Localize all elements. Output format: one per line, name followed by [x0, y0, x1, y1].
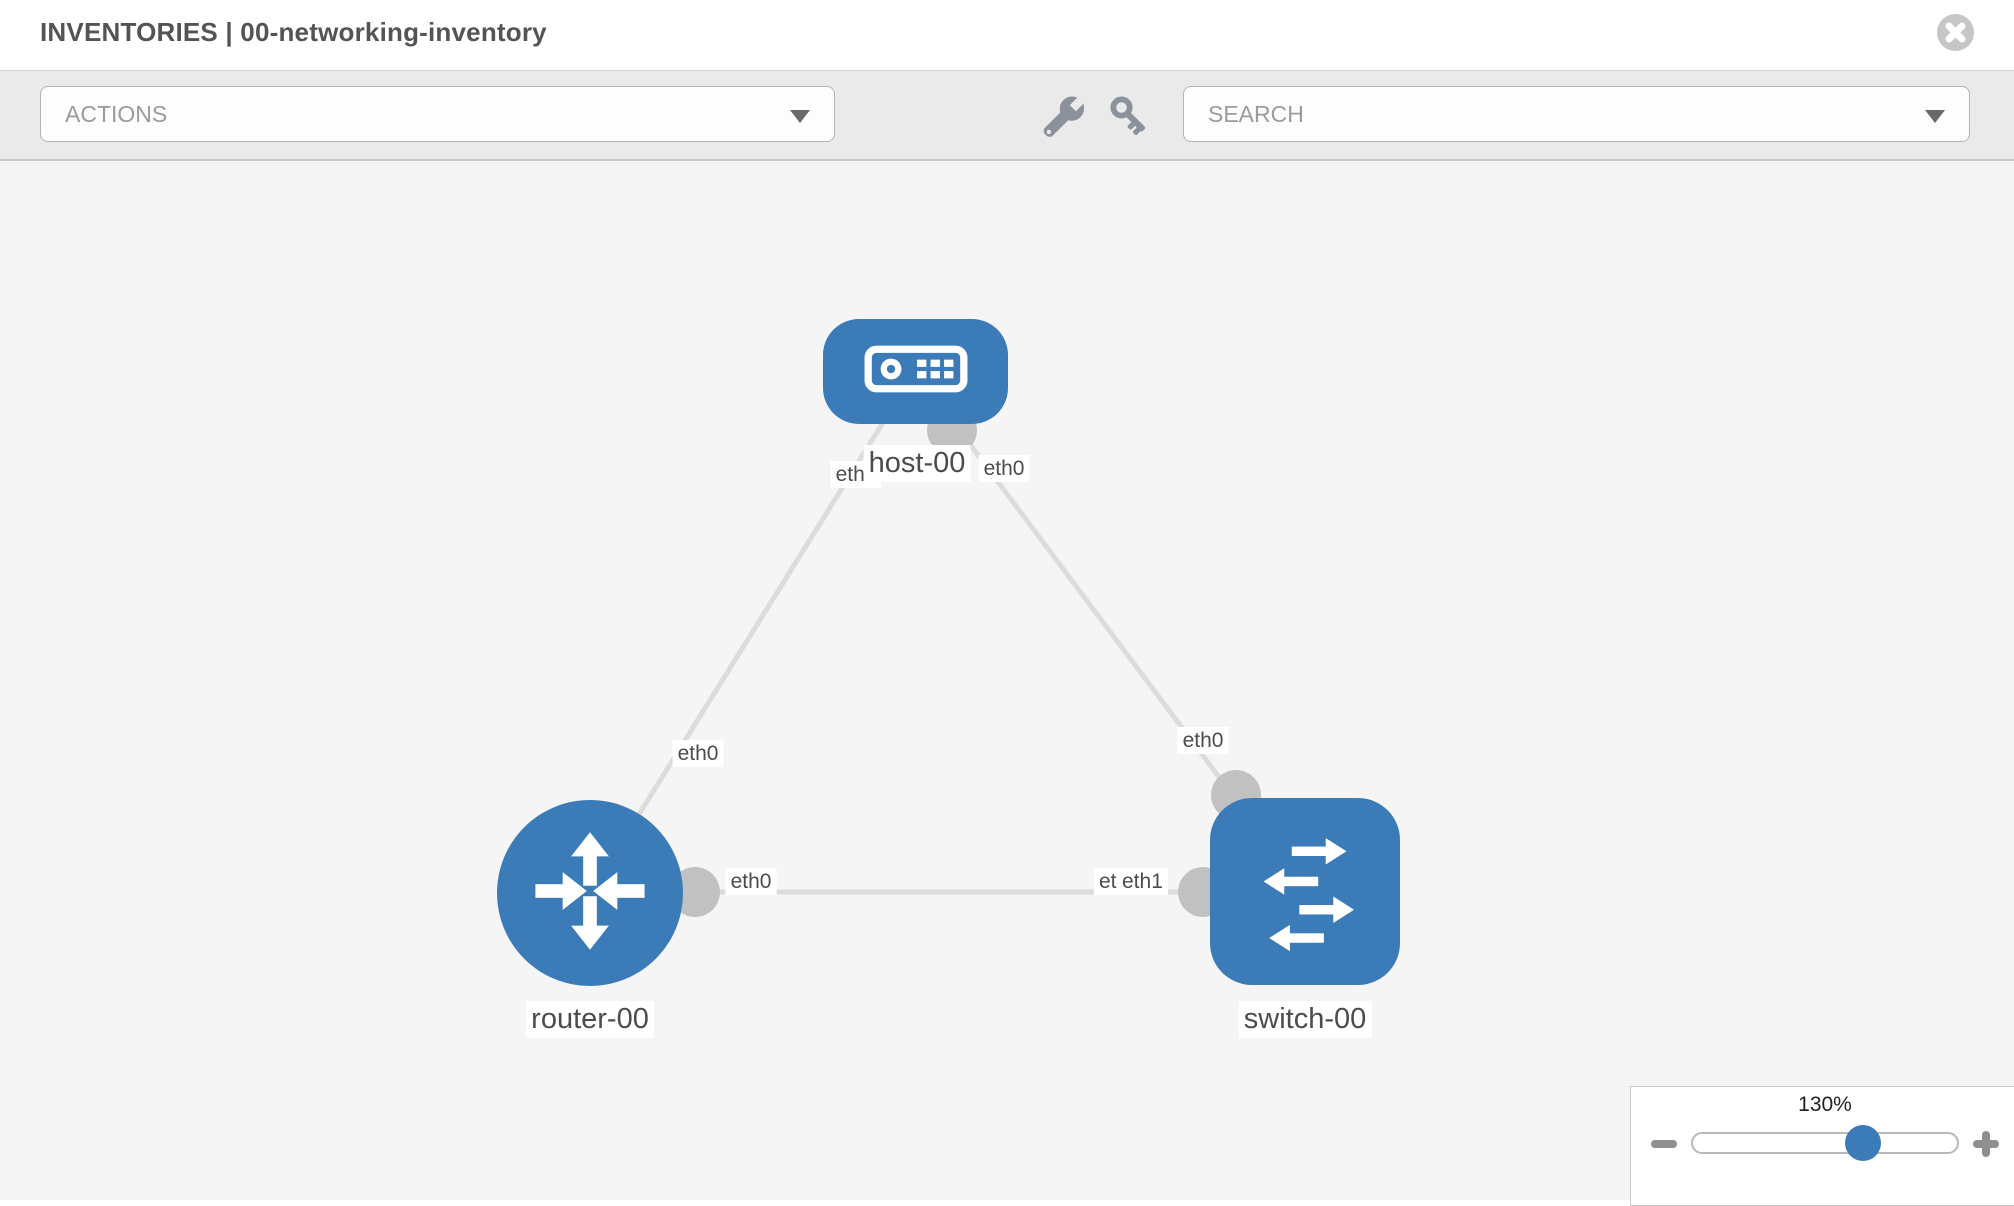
interface-endpoint — [670, 867, 720, 917]
toolbar: ACTIONS SEARCH — [0, 71, 2014, 161]
host-icon — [862, 343, 970, 400]
credentials-button[interactable] — [1110, 96, 1156, 140]
node-label-switch: switch-00 — [1238, 1001, 1372, 1038]
actions-dropdown-label: ACTIONS — [65, 100, 168, 127]
node-switch-00[interactable] — [1210, 798, 1400, 985]
zoom-panel: 130% — [1630, 1086, 2014, 1206]
node-host-00[interactable] — [823, 319, 1008, 424]
close-button[interactable] — [1937, 14, 1974, 51]
if-label-switch-eth0: eth0 — [1177, 727, 1229, 755]
key-icon — [1110, 96, 1156, 145]
node-label-router: router-00 — [526, 1001, 654, 1038]
switch-icon — [1239, 823, 1371, 960]
window-header: INVENTORIES | 00-networking-inventory — [0, 0, 2014, 71]
search-dropdown[interactable]: SEARCH — [1183, 86, 1970, 142]
zoom-out-button[interactable] — [1647, 1127, 1681, 1161]
topology-canvas[interactable]: host-00 router-00 switch-00 eth0 eth0 et… — [0, 161, 2014, 1200]
if-label-switch-eth1: eth1 — [1117, 868, 1168, 896]
chevron-down-icon — [1925, 110, 1945, 123]
zoom-slider[interactable] — [1691, 1125, 1959, 1161]
page-title: INVENTORIES | 00-networking-inventory — [40, 17, 547, 47]
search-placeholder: SEARCH — [1208, 100, 1304, 127]
node-router-00[interactable] — [497, 800, 683, 986]
actions-dropdown[interactable]: ACTIONS — [40, 86, 835, 142]
if-label-router-eth0-uplink: eth0 — [672, 740, 724, 768]
zoom-in-button[interactable] — [1969, 1127, 2003, 1161]
close-icon — [1937, 14, 1974, 54]
wrench-icon — [1041, 96, 1085, 143]
topology-links-layer — [587, 369, 1308, 917]
node-label-host: host-00 — [863, 445, 971, 482]
zoom-level: 130% — [1798, 1093, 1852, 1116]
link-host-router[interactable] — [587, 369, 918, 895]
configure-button[interactable] — [1040, 96, 1086, 140]
if-label-host-eth0-right: eth0 — [978, 455, 1030, 483]
chevron-down-icon — [790, 110, 810, 123]
zoom-slider-handle[interactable] — [1845, 1125, 1881, 1161]
router-icon — [527, 828, 653, 959]
if-label-router-eth0: eth0 — [725, 868, 777, 896]
